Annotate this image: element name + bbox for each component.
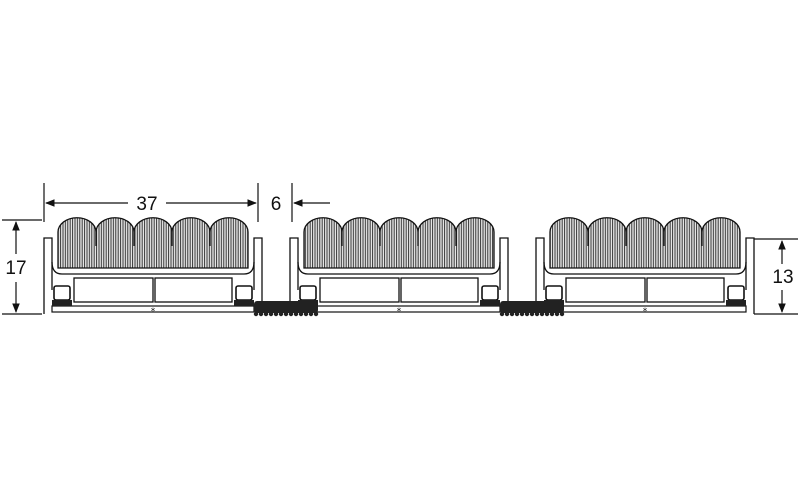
brush-channel [543,261,747,275]
hollow-chamber-right [646,277,725,303]
connector-tread [544,311,550,317]
foot-pad-left [52,300,72,306]
hollow-chamber-left [73,277,154,303]
connector-tread [549,311,555,317]
foot-block-right [727,285,745,301]
foot-block-right [481,285,499,301]
connector-tread [519,311,525,317]
connector-body [500,301,564,313]
center-mark: * [643,307,648,317]
connector-tread [559,311,565,317]
connector-tread [509,311,515,317]
connector-body [254,301,318,313]
brush-insert [57,217,249,269]
visible-height-label: 13 [772,267,793,288]
hollow-chamber-left [565,277,646,303]
brush-insert [303,217,495,269]
profile-3: * [535,217,755,317]
overall-height-label: 17 [5,258,26,279]
rubber-connector-1 [253,301,319,317]
hollow-chamber-left [319,277,400,303]
connector-tread [524,311,530,317]
connector-tread [539,311,545,317]
foot-block-left [545,285,563,301]
connector-tread [499,311,505,317]
dimension-gap-width: 6 [271,183,330,222]
connector-tread [504,311,510,317]
connector-tread [258,311,264,317]
brush-channel [51,261,255,275]
dimension-profile-width: 37 [43,183,259,222]
connectors-group [253,301,565,317]
connector-tread [308,311,314,317]
foot-block-left [299,285,317,301]
hollow-chamber-right [154,277,233,303]
brush-channel [297,261,501,275]
connector-tread [293,311,299,317]
connector-tread [303,311,309,317]
foot-pad-right [480,300,500,306]
foot-pad-right [726,300,746,306]
profile-width-label: 37 [136,194,157,215]
gap-width-label: 6 [271,194,282,215]
foot-pad-right [234,300,254,306]
connector-tread [253,311,259,317]
connector-tread [514,311,520,317]
connector-tread [288,311,294,317]
connector-tread [313,311,319,317]
connector-tread [263,311,269,317]
connector-tread [278,311,284,317]
connector-tread [298,311,304,317]
center-mark: * [151,307,156,317]
connector-tread [283,311,289,317]
foot-block-left [53,285,71,301]
center-mark: * [397,307,402,317]
profile-2: * [289,217,509,317]
connector-tread [554,311,560,317]
connector-tread [273,311,279,317]
hollow-chamber-right [400,277,479,303]
foot-block-right [235,285,253,301]
dimension-overall-height: 17 [2,219,42,315]
profile-1: * [43,217,263,317]
connector-tread [534,311,540,317]
brush-insert [549,217,741,269]
connector-tread [529,311,535,317]
profiles-group: * * * [43,217,755,317]
rubber-connector-2 [499,301,565,317]
dimension-visible-height: 13 [754,238,798,315]
connector-tread [268,311,274,317]
